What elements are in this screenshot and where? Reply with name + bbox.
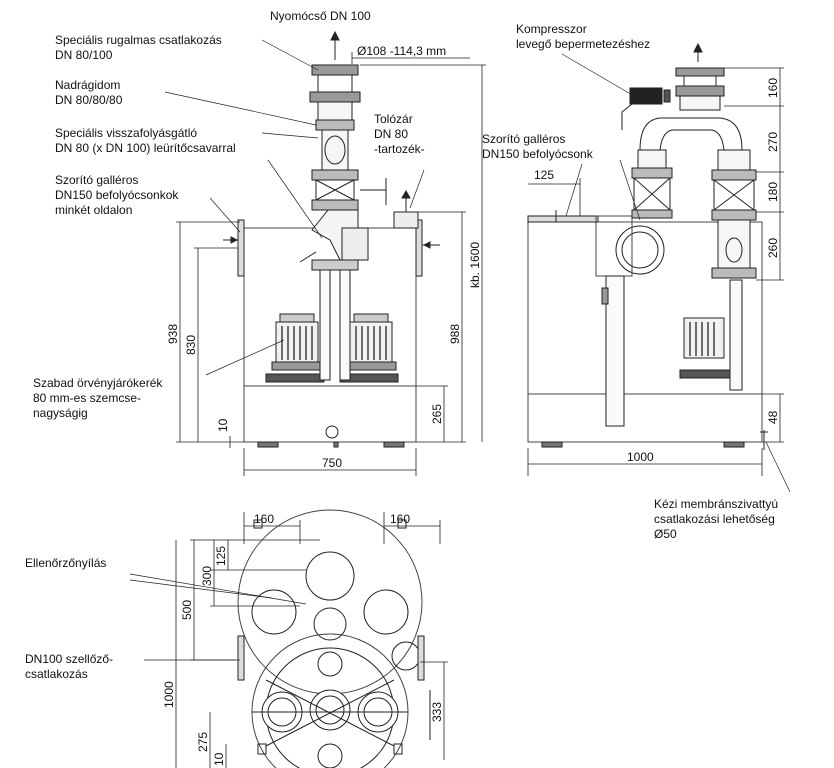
dim-160-plan-left: 160 — [254, 512, 275, 526]
label-visszafolyasgatlo: Speciális visszafolyásgátló DN 80 (x DN … — [55, 126, 236, 156]
label-nadragidom: Nadrágidom DN 80/80/80 — [55, 78, 122, 108]
side-leaders — [561, 53, 791, 493]
front-leaders — [164, 39, 425, 376]
label-kezi: Kézi membránszivattyú csatlakozási lehet… — [654, 497, 778, 542]
label-szorito-right-line1: Szorító galléros — [482, 132, 566, 146]
label-csatlakozas-line1: Speciális rugalmas csatlakozás — [55, 33, 222, 47]
label-visszafolyasgatlo-line1: Speciális visszafolyásgátló — [55, 126, 198, 140]
label-kezi-line1: Kézi membránszivattyú — [654, 497, 779, 511]
label-ellenorzo: Ellenőrzőnyílás — [25, 556, 107, 570]
label-tolozar-line1: Tolózár — [374, 112, 413, 126]
dim-938: 938 — [166, 323, 180, 344]
label-kompresszor-line2: levegő bepermetezéshez — [516, 37, 651, 51]
label-kezi-line2: csatlakozási lehetőség — [654, 512, 775, 526]
label-szellozo-line1: DN100 szellőző- — [25, 652, 114, 666]
dim-10-front: 10 — [216, 418, 230, 432]
plan-view — [237, 509, 431, 768]
dim-988: 988 — [448, 323, 462, 344]
dim-333: 333 — [430, 701, 444, 722]
label-orvenyjaro-line1: Szabad örvényjárókerék — [33, 376, 163, 390]
label-tolozar: Tolózár DN 80 -tartozék- — [374, 112, 425, 157]
label-visszafolyasgatlo-line2: DN 80 (x DN 100) leürítőcsavarral — [55, 141, 236, 155]
dim-500: 500 — [180, 599, 194, 620]
label-orvenyjaro: Szabad örvényjárókerék 80 mm-es szemcse-… — [33, 376, 162, 421]
label-csatlakozas-line2: DN 80/100 — [55, 48, 113, 62]
dim-260: 260 — [766, 237, 780, 258]
label-diameter: Ø108 -114,3 mm — [357, 44, 447, 58]
label-kompresszor: Kompresszor levegő bepermetezéshez — [516, 22, 650, 52]
dim-265: 265 — [430, 403, 444, 424]
dim-270: 270 — [766, 131, 780, 152]
label-szorito-left-line3: minkét oldalon — [55, 203, 133, 217]
label-nadragidom-line1: Nadrágidom — [55, 78, 121, 92]
front-view — [223, 30, 440, 448]
dim-48: 48 — [766, 410, 780, 424]
label-szorito-left-line1: Szorító galléros — [55, 173, 139, 187]
front-dimensions — [176, 52, 486, 476]
label-csatlakozas: Speciális rugalmas csatlakozás DN 80/100 — [55, 33, 222, 63]
dim-275: 275 — [196, 731, 210, 752]
label-szellozo: DN100 szellőző- csatlakozás — [25, 652, 113, 682]
label-szorito-left-line2: DN150 befolyócsonkok — [55, 188, 179, 202]
dim-160-right: 160 — [766, 77, 780, 98]
label-kezi-line3: Ø50 — [654, 527, 677, 541]
dim-160-plan-right: 160 — [390, 512, 411, 526]
label-szorito-right: Szorító galléros DN150 befolyócsonk — [482, 132, 593, 162]
label-orvenyjaro-line3: nagyságig — [33, 406, 88, 420]
label-tolozar-line2: DN 80 — [374, 127, 409, 141]
side-view — [527, 42, 768, 450]
side-dimensions — [527, 67, 784, 476]
label-szorito-left: Szorító galléros DN150 befolyócsonkok mi… — [55, 173, 178, 218]
dim-830: 830 — [184, 334, 198, 355]
dim-kb1600: kb. 1600 — [468, 241, 482, 288]
label-nadragidom-line2: DN 80/80/80 — [55, 93, 123, 107]
dim-1000-side: 1000 — [627, 450, 654, 464]
dim-300: 300 — [200, 565, 214, 586]
dim-125-plan: 125 — [214, 545, 228, 566]
label-szorito-right-line2: DN150 befolyócsonk — [482, 147, 593, 161]
dim-10-plan: 10 — [212, 752, 226, 766]
dim-750: 750 — [322, 456, 343, 470]
label-orvenyjaro-line2: 80 mm-es szemcse- — [33, 391, 142, 405]
label-szellozo-line2: csatlakozás — [25, 667, 88, 681]
plan-leaders — [129, 573, 307, 661]
label-tolozar-line3: -tartozék- — [374, 142, 425, 156]
dim-1000-plan: 1000 — [162, 681, 176, 708]
dim-125-top: 125 — [534, 168, 555, 182]
plan-dimensions — [175, 512, 448, 768]
label-kompresszor-line1: Kompresszor — [516, 22, 587, 36]
label-nyomocso: Nyomócső DN 100 — [270, 9, 371, 23]
dim-180: 180 — [766, 181, 780, 202]
